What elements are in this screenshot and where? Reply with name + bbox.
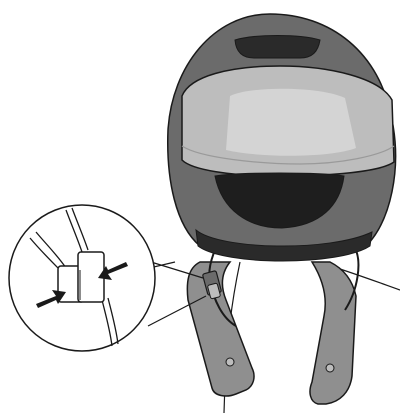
visor-highlight: [226, 89, 356, 156]
helmet: [168, 14, 396, 261]
neckband-left-arm: [187, 262, 254, 396]
detail-callout: [9, 205, 155, 351]
neckband-button-left: [226, 358, 234, 366]
helmet-vent: [235, 36, 320, 59]
neckband-button-right: [326, 364, 334, 372]
neckband-right-arm: [310, 262, 356, 404]
